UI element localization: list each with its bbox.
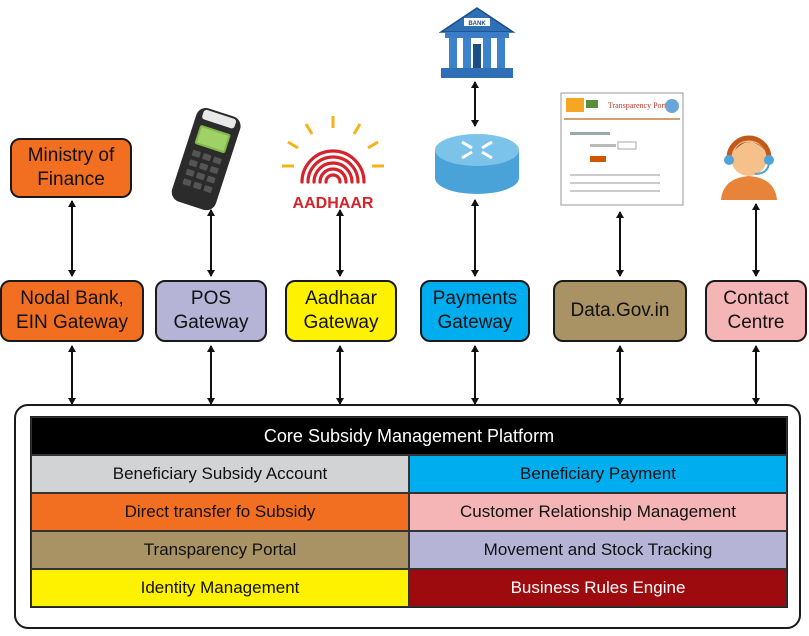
module-movement-stock-tracking: Movement and Stock Tracking [409,531,787,569]
portal-title-text: Transparency Portal [608,101,673,110]
transparency-portal-screenshot: Transparency Portal [560,92,684,213]
module-beneficiary-payment: Beneficiary Payment [409,455,787,493]
pos-gateway-box: POS Gateway [155,280,267,342]
data-gov-in-label: Data.Gov.in [570,300,670,321]
module-transparency-portal: Transparency Portal [31,531,409,569]
payments-gateway-label: Payments Gateway [432,288,518,333]
aadhaar-logo-text: AADHAAR [293,195,374,212]
module-direct-transfer-subsidy: Direct transfer fo Subsidy [31,493,409,531]
aadhaar-gateway-label: Aadhaar Gateway [303,288,379,333]
nodal-bank-ein-gateway-box: Nodal Bank, EIN Gateway [0,280,144,342]
nodal-bank-ein-gateway-label: Nodal Bank, EIN Gateway [16,288,128,333]
bank-building-icon: BANK [437,4,517,87]
router-icon [432,128,522,203]
module-beneficiary-subsidy-account: Beneficiary Subsidy Account [31,455,409,493]
data-gov-in-box: Data.Gov.in [553,280,687,342]
contact-centre-box: Contact Centre [705,280,807,342]
bank-sign-text: BANK [468,21,486,27]
core-platform-frame [14,404,801,629]
contact-centre-agent-icon [715,128,783,205]
module-customer-relationship-management: Customer Relationship Management [409,493,787,531]
ministry-of-finance-box: Ministry of Finance [10,138,132,198]
core-subsidy-management-platform: Core Subsidy Management Platform Benefic… [30,416,788,608]
module-business-rules-engine: Business Rules Engine [409,569,787,607]
payments-gateway-box: Payments Gateway [420,280,530,342]
aadhaar-logo: AADHAAR [278,112,388,221]
contact-centre-label: Contact Centre [723,288,789,333]
pos-gateway-label: POS Gateway [173,288,249,333]
aadhaar-gateway-box: Aadhaar Gateway [285,280,397,342]
pos-terminal-icon [163,105,255,220]
ministry-of-finance-label: Ministry of Finance [27,145,115,190]
platform-title: Core Subsidy Management Platform [31,417,787,455]
module-identity-management: Identity Management [31,569,409,607]
